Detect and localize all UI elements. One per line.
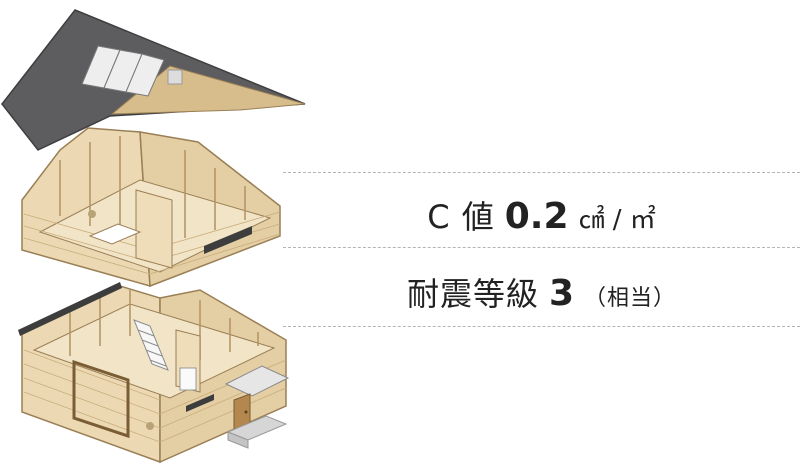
seismic-label: 耐震等級 [406, 275, 539, 313]
dashed-divider-bottom [283, 326, 800, 327]
lower-large-window [72, 359, 130, 439]
entry-canopy [224, 365, 290, 397]
airtightness-value: 0.2 [504, 196, 569, 237]
airtightness-unit: ㎠ / ㎡ [578, 205, 656, 235]
roof-icon [1, 9, 306, 151]
stair-icon [133, 319, 169, 371]
seismic-note: （相当） [584, 286, 677, 311]
house-exploded-illustration [1, 9, 306, 464]
upper-window [204, 226, 252, 254]
floor-icon-upper [21, 127, 281, 288]
roof-vent [167, 69, 183, 85]
floor-icon-lower [18, 282, 290, 464]
skylight-icon [81, 45, 165, 97]
seismic-value: 3 [548, 273, 575, 314]
dashed-divider-top [283, 172, 800, 173]
dashed-divider-middle [283, 247, 800, 248]
airtightness-label: C 値 [427, 198, 495, 236]
